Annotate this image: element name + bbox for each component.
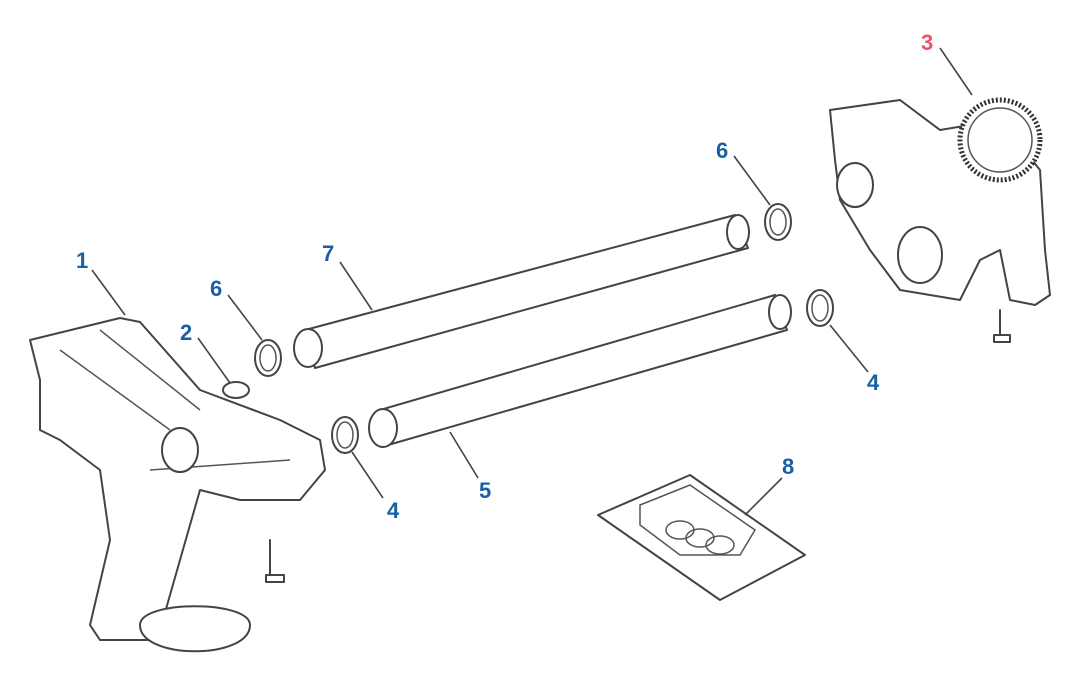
- callout-7[interactable]: 7: [322, 241, 335, 266]
- part-1-pickup-housing: [29, 317, 326, 653]
- callout-3[interactable]: 3: [921, 30, 934, 55]
- callout-2[interactable]: 2: [180, 320, 193, 345]
- part-5-pipe-lower: [368, 294, 792, 448]
- callout-5[interactable]: 5: [479, 478, 492, 503]
- callout-1[interactable]: 1: [76, 248, 89, 273]
- leader-lines: [91, 47, 973, 516]
- part-8-seal-kit: [597, 474, 806, 601]
- callout-4-left[interactable]: 4: [387, 498, 400, 523]
- part-3-oil-pump: [829, 97, 1051, 343]
- callout-6-right[interactable]: 6: [716, 138, 729, 163]
- part-2-seal: [222, 381, 250, 399]
- callout-4-right[interactable]: 4: [867, 370, 880, 395]
- callout-6-left[interactable]: 6: [210, 276, 223, 301]
- part-7-pipe-upper: [293, 214, 750, 369]
- callout-8[interactable]: 8: [782, 454, 795, 479]
